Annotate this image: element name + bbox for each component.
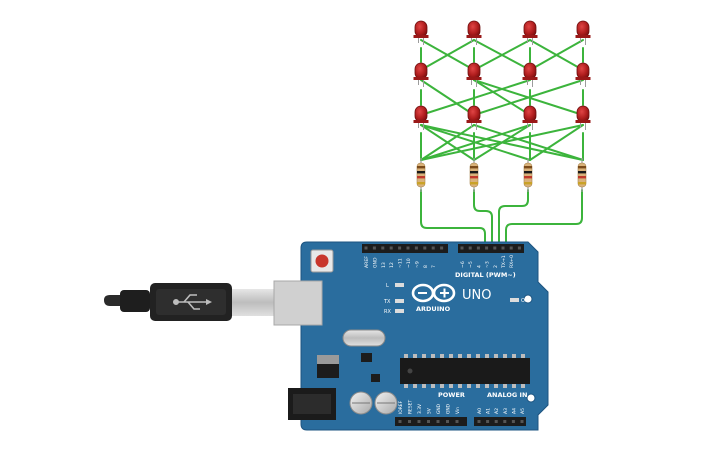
digital-pin-label: ~11 (398, 258, 404, 268)
red-led[interactable] (413, 62, 429, 87)
led-label-l: L (386, 283, 389, 289)
red-led[interactable] (522, 20, 538, 45)
resistor[interactable] (577, 158, 587, 192)
arduino-infinity-logo (411, 283, 456, 303)
analog-pin-label: A0 (477, 408, 483, 414)
small-chip (361, 353, 372, 362)
power-pin-label: RESET (408, 400, 414, 414)
model-label: UNO (462, 288, 491, 303)
analog-pin-label: A4 (511, 408, 517, 414)
digital-pin-label: ~9 (414, 261, 420, 268)
digital-pin-label: RX←0 (509, 255, 515, 268)
red-led[interactable] (575, 20, 591, 45)
analog-pin-label: A1 (486, 408, 492, 414)
resistor[interactable] (469, 158, 479, 192)
led-label-rx: RX (384, 309, 391, 315)
voltage-regulator (317, 355, 339, 378)
digital-pin-label: 2 (493, 265, 499, 268)
digital-pin-label: 13 (381, 262, 387, 268)
digital-pin-label: ~6 (460, 261, 466, 268)
red-led[interactable] (413, 105, 429, 130)
analog-header (474, 417, 526, 426)
atmega-microcontroller (400, 354, 530, 388)
resistor[interactable] (523, 158, 533, 192)
matrix-wires (420, 39, 584, 161)
red-led[interactable] (522, 105, 538, 130)
red-led[interactable] (575, 62, 591, 87)
digital-pin-label: ~5 (468, 261, 474, 268)
digital-pin-label: GND (372, 257, 378, 268)
red-led[interactable] (466, 20, 482, 45)
power-pin-label: 5V (427, 408, 433, 414)
power-pin-label: 3.3V (417, 404, 423, 414)
digital-pin-label: AREF (364, 256, 370, 268)
red-led[interactable] (466, 62, 482, 87)
capacitors (349, 391, 398, 415)
analog-header-label: ANALOG IN (487, 391, 527, 399)
red-led[interactable] (522, 62, 538, 87)
jumper-wires (420, 39, 584, 250)
board-wires (420, 189, 583, 250)
usb-symbol-icon (173, 294, 212, 310)
red-led[interactable] (466, 105, 482, 130)
power-pin-label: GND (446, 403, 452, 414)
reset-button[interactable] (310, 249, 334, 273)
red-led[interactable] (413, 20, 429, 45)
power-header-label: POWER (438, 391, 465, 399)
analog-pin-label: A3 (503, 408, 509, 414)
power-pin-label: Vin (455, 407, 461, 414)
power-jack[interactable] (288, 388, 336, 420)
red-led[interactable] (575, 105, 591, 130)
analog-pin-label: A2 (494, 408, 500, 414)
led-matrix (413, 20, 591, 130)
digital-header (362, 244, 524, 253)
digital-pin-label: TX→1 (501, 255, 507, 269)
analog-pin-label: A5 (520, 408, 526, 414)
resistor[interactable] (416, 158, 426, 192)
resistor-row (416, 158, 587, 192)
crystal-oscillator (342, 329, 386, 347)
power-header (395, 417, 467, 426)
digital-pin-label: 7 (431, 265, 437, 268)
digital-pin-label: 12 (389, 262, 395, 268)
digital-header-label: DIGITAL (PWM~) (455, 271, 516, 279)
digital-pin-label: 8 (423, 265, 429, 268)
power-pin-label: IOREF (398, 400, 404, 414)
power-pin-label: GND (436, 403, 442, 414)
small-chip (371, 374, 380, 382)
brand-label: ARDUINO (416, 305, 451, 313)
status-leds: L TX RX ON (383, 283, 529, 315)
digital-pin-label: ~10 (406, 258, 412, 268)
digital-pin-label: 4 (476, 265, 482, 268)
on-label: ON (521, 298, 529, 304)
led-label-tx: TX (383, 299, 391, 305)
digital-pin-label: ~3 (485, 261, 491, 268)
